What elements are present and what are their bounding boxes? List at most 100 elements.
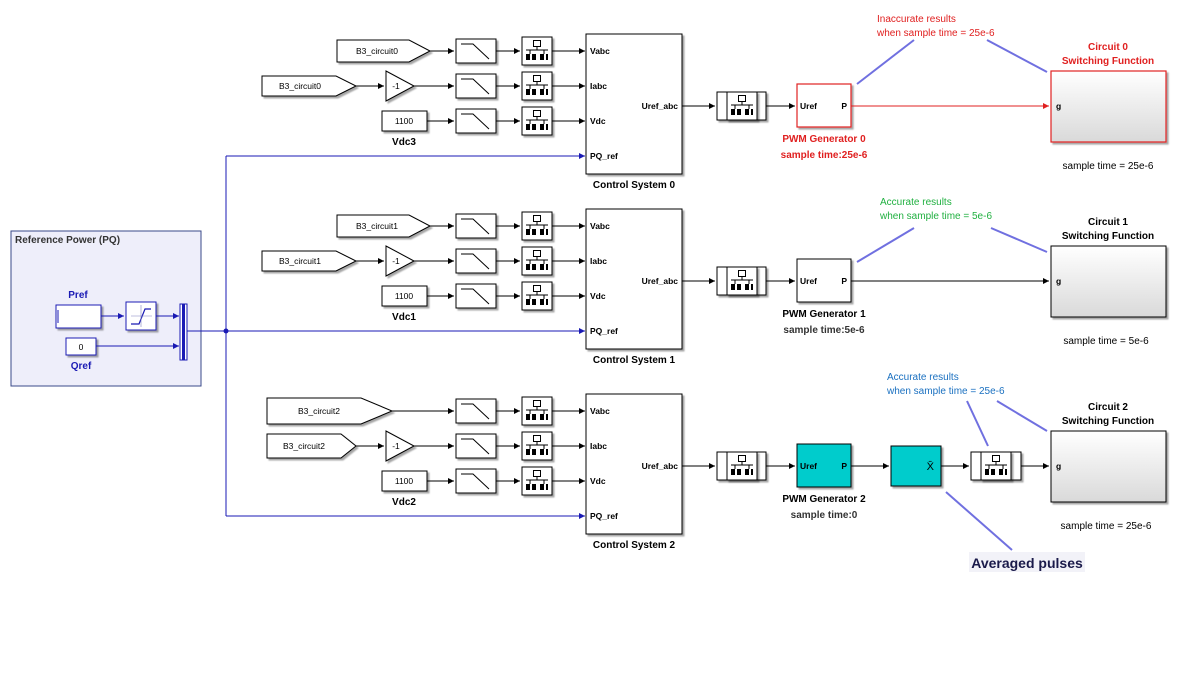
- port-vabc-0: Vabc: [590, 46, 610, 56]
- pwm-generator-2[interactable]: [796, 443, 852, 488]
- from-label-vabc-0: B3_circuit0: [356, 46, 398, 56]
- note-1-line-1: Accurate results: [880, 197, 952, 208]
- gain-value-0: -1: [392, 81, 400, 91]
- port-pqref-1: PQ_ref: [590, 326, 618, 336]
- rate-transition-block[interactable]: [522, 282, 552, 310]
- circuit-2-sample: sample time = 25e-6: [1061, 521, 1152, 532]
- port-uref-abc-0: Uref_abc: [642, 101, 679, 111]
- filter-block[interactable]: [456, 74, 496, 98]
- pwm-label-0: PWM Generator 0: [782, 134, 866, 145]
- pref-label: Pref: [68, 290, 88, 301]
- circuit-2-title-1: Circuit 2: [1088, 402, 1128, 413]
- pwm-generator-1[interactable]: [796, 258, 852, 303]
- pwm-sample-1: sample time:5e-6: [783, 325, 865, 336]
- row-2: B3_circuit2 B3_circuit2 -1 1100 Vdc2 Vab…: [266, 372, 1167, 572]
- pq-ref-bus: [187, 153, 585, 519]
- circuit-port-g-1: g: [1056, 276, 1061, 286]
- port-vdc-0: Vdc: [590, 116, 606, 126]
- port-vdc-2: Vdc: [590, 476, 606, 486]
- gain-value-1: -1: [392, 256, 400, 266]
- pwm-port-uref-1: Uref: [800, 276, 817, 286]
- port-iabc-0: Iabc: [590, 81, 607, 91]
- control-system-2[interactable]: [585, 393, 683, 535]
- control-system-1[interactable]: [585, 208, 683, 350]
- row-0: B3_circuit0 B3_circuit0 -1 1100 Vdc3 Vab…: [261, 14, 1167, 191]
- from-block-vabc-0[interactable]: [336, 39, 432, 63]
- filter-block[interactable]: [456, 434, 496, 458]
- filter-block[interactable]: [456, 109, 496, 133]
- rate-transition-block[interactable]: [522, 467, 552, 495]
- circuit-0-sample: sample time = 25e-6: [1063, 161, 1154, 172]
- circuit-0-title-1: Circuit 0: [1088, 42, 1128, 53]
- note-0-pointer: [986, 39, 1048, 73]
- from-block-iabc-2[interactable]: [266, 433, 357, 459]
- note-2-line-1: Accurate results: [887, 372, 959, 383]
- port-pqref-0: PQ_ref: [590, 151, 618, 161]
- rate-transition-block[interactable]: [522, 397, 552, 425]
- pwm-port-uref-2: Uref: [800, 461, 817, 471]
- circuit-1-title-1: Circuit 1: [1088, 217, 1128, 228]
- filter-block[interactable]: [456, 469, 496, 493]
- pwm-label-1: PWM Generator 1: [782, 309, 866, 320]
- port-pqref-2: PQ_ref: [590, 511, 618, 521]
- from-label-vabc-2: B3_circuit2: [298, 406, 340, 416]
- from-block-iabc-1[interactable]: [261, 250, 358, 272]
- gain-block-0[interactable]: [385, 70, 416, 102]
- rate-transition-block[interactable]: [522, 212, 552, 240]
- filter-block[interactable]: [456, 249, 496, 273]
- note-0-line-1: Inaccurate results: [877, 14, 956, 25]
- from-label-vabc-1: B3_circuit1: [356, 221, 398, 231]
- pwm-generator-0[interactable]: [796, 83, 852, 128]
- control-system-label-2: Control System 2: [593, 540, 676, 551]
- circuit-0-block[interactable]: [1050, 70, 1167, 143]
- vdc-constant-value-0: 1100: [395, 116, 414, 126]
- filter-block[interactable]: [456, 39, 496, 63]
- from-label-iabc-0: B3_circuit0: [279, 81, 321, 91]
- control-system-label-0: Control System 0: [593, 180, 676, 191]
- note-2-pointer: [996, 400, 1048, 432]
- port-iabc-2: Iabc: [590, 441, 607, 451]
- rate-transition-block[interactable]: [522, 432, 552, 460]
- vdc-constant-value-2: 1100: [395, 476, 414, 486]
- qref-label: Qref: [71, 361, 92, 372]
- circuit-2-block[interactable]: [1050, 430, 1167, 503]
- pwm-sample-0: sample time:25e-6: [781, 150, 868, 161]
- filter-block[interactable]: [456, 214, 496, 238]
- qref-constant-value: 0: [79, 342, 84, 352]
- note-1-pointer: [856, 227, 915, 263]
- filter-block[interactable]: [456, 399, 496, 423]
- port-vabc-1: Vabc: [590, 221, 610, 231]
- note-0-pointer: [856, 39, 915, 85]
- from-block-iabc-0[interactable]: [261, 75, 358, 97]
- from-block-vabc-2[interactable]: [266, 397, 394, 425]
- rate-transition-block[interactable]: [522, 72, 552, 100]
- vdc-label-1: Vdc1: [392, 312, 416, 323]
- port-uref-abc-2: Uref_abc: [642, 461, 679, 471]
- circuit-1-title-2: Switching Function: [1062, 231, 1154, 242]
- mean-block[interactable]: [890, 445, 942, 487]
- gain-block-1[interactable]: [385, 245, 416, 277]
- vdc-label-0: Vdc3: [392, 137, 416, 148]
- control-system-0[interactable]: [585, 33, 683, 175]
- circuit-1-block[interactable]: [1050, 245, 1167, 318]
- filter-block[interactable]: [456, 284, 496, 308]
- rate-transition-block[interactable]: [522, 107, 552, 135]
- from-block-vabc-1[interactable]: [336, 214, 432, 238]
- port-vabc-2: Vabc: [590, 406, 610, 416]
- gain-block-2[interactable]: [385, 430, 416, 462]
- reference-power-title: Reference Power (PQ): [15, 235, 120, 246]
- pwm-sample-2: sample time:0: [791, 510, 858, 521]
- pref-step-block[interactable]: [55, 304, 102, 329]
- mean-glyph: X̄: [927, 460, 935, 473]
- rate-transition-block[interactable]: [522, 247, 552, 275]
- reference-power-subsystem[interactable]: Reference Power (PQ) Pref 0 Qref: [10, 230, 202, 387]
- rate-transition-block[interactable]: [522, 37, 552, 65]
- note-1-line-2: when sample time = 5e-6: [879, 211, 992, 222]
- circuit-2-title-2: Switching Function: [1062, 416, 1154, 427]
- circuit-port-g-0: g: [1056, 101, 1061, 111]
- averaged-pulses-pointer: [945, 491, 1013, 551]
- note-1-pointer: [990, 227, 1048, 253]
- control-system-label-1: Control System 1: [593, 355, 676, 366]
- from-label-iabc-1: B3_circuit1: [279, 256, 321, 266]
